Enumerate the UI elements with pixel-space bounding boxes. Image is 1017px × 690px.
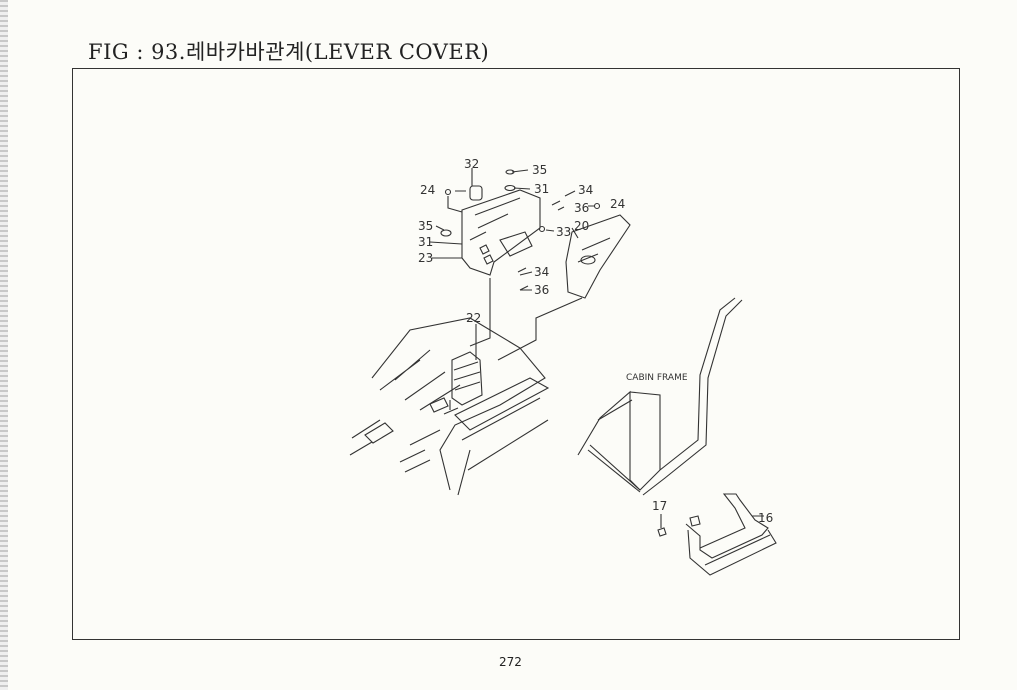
callout-35: 35 — [532, 163, 547, 177]
callout-35-left: 35 — [418, 219, 433, 233]
callout-20: 20 — [574, 219, 589, 233]
callout-31-left: 31 — [418, 235, 433, 249]
lever-cover-right — [565, 214, 631, 299]
callout-32: 32 — [464, 157, 479, 171]
callout-23: 23 — [418, 251, 433, 265]
floor-base — [349, 317, 550, 496]
binding-edge — [0, 0, 8, 690]
step-assembly — [657, 493, 777, 576]
page-number: 272 — [499, 655, 522, 669]
callout-34-lower: 34 — [534, 265, 549, 279]
callout-31: 31 — [534, 182, 549, 196]
lever-boot — [451, 351, 483, 406]
callout-17: 17 — [652, 499, 667, 513]
lever-cover-left — [461, 189, 541, 276]
callout-24: 24 — [420, 183, 435, 197]
callout-22: 22 — [466, 311, 481, 325]
callout-16: 16 — [758, 511, 773, 525]
callout-34: 34 — [578, 183, 593, 197]
callout-36-lower: 36 — [534, 283, 549, 297]
figure-title: FIG : 93.레바카바관계(LEVER COVER) — [88, 40, 490, 64]
cabin-frame — [577, 297, 743, 496]
figure-frame — [72, 68, 960, 640]
callout-33: 33 — [556, 225, 571, 239]
callout-36: 36 — [574, 201, 589, 215]
cabin-frame-label: CABIN FRAME — [626, 373, 688, 383]
callout-24-right: 24 — [610, 197, 625, 211]
